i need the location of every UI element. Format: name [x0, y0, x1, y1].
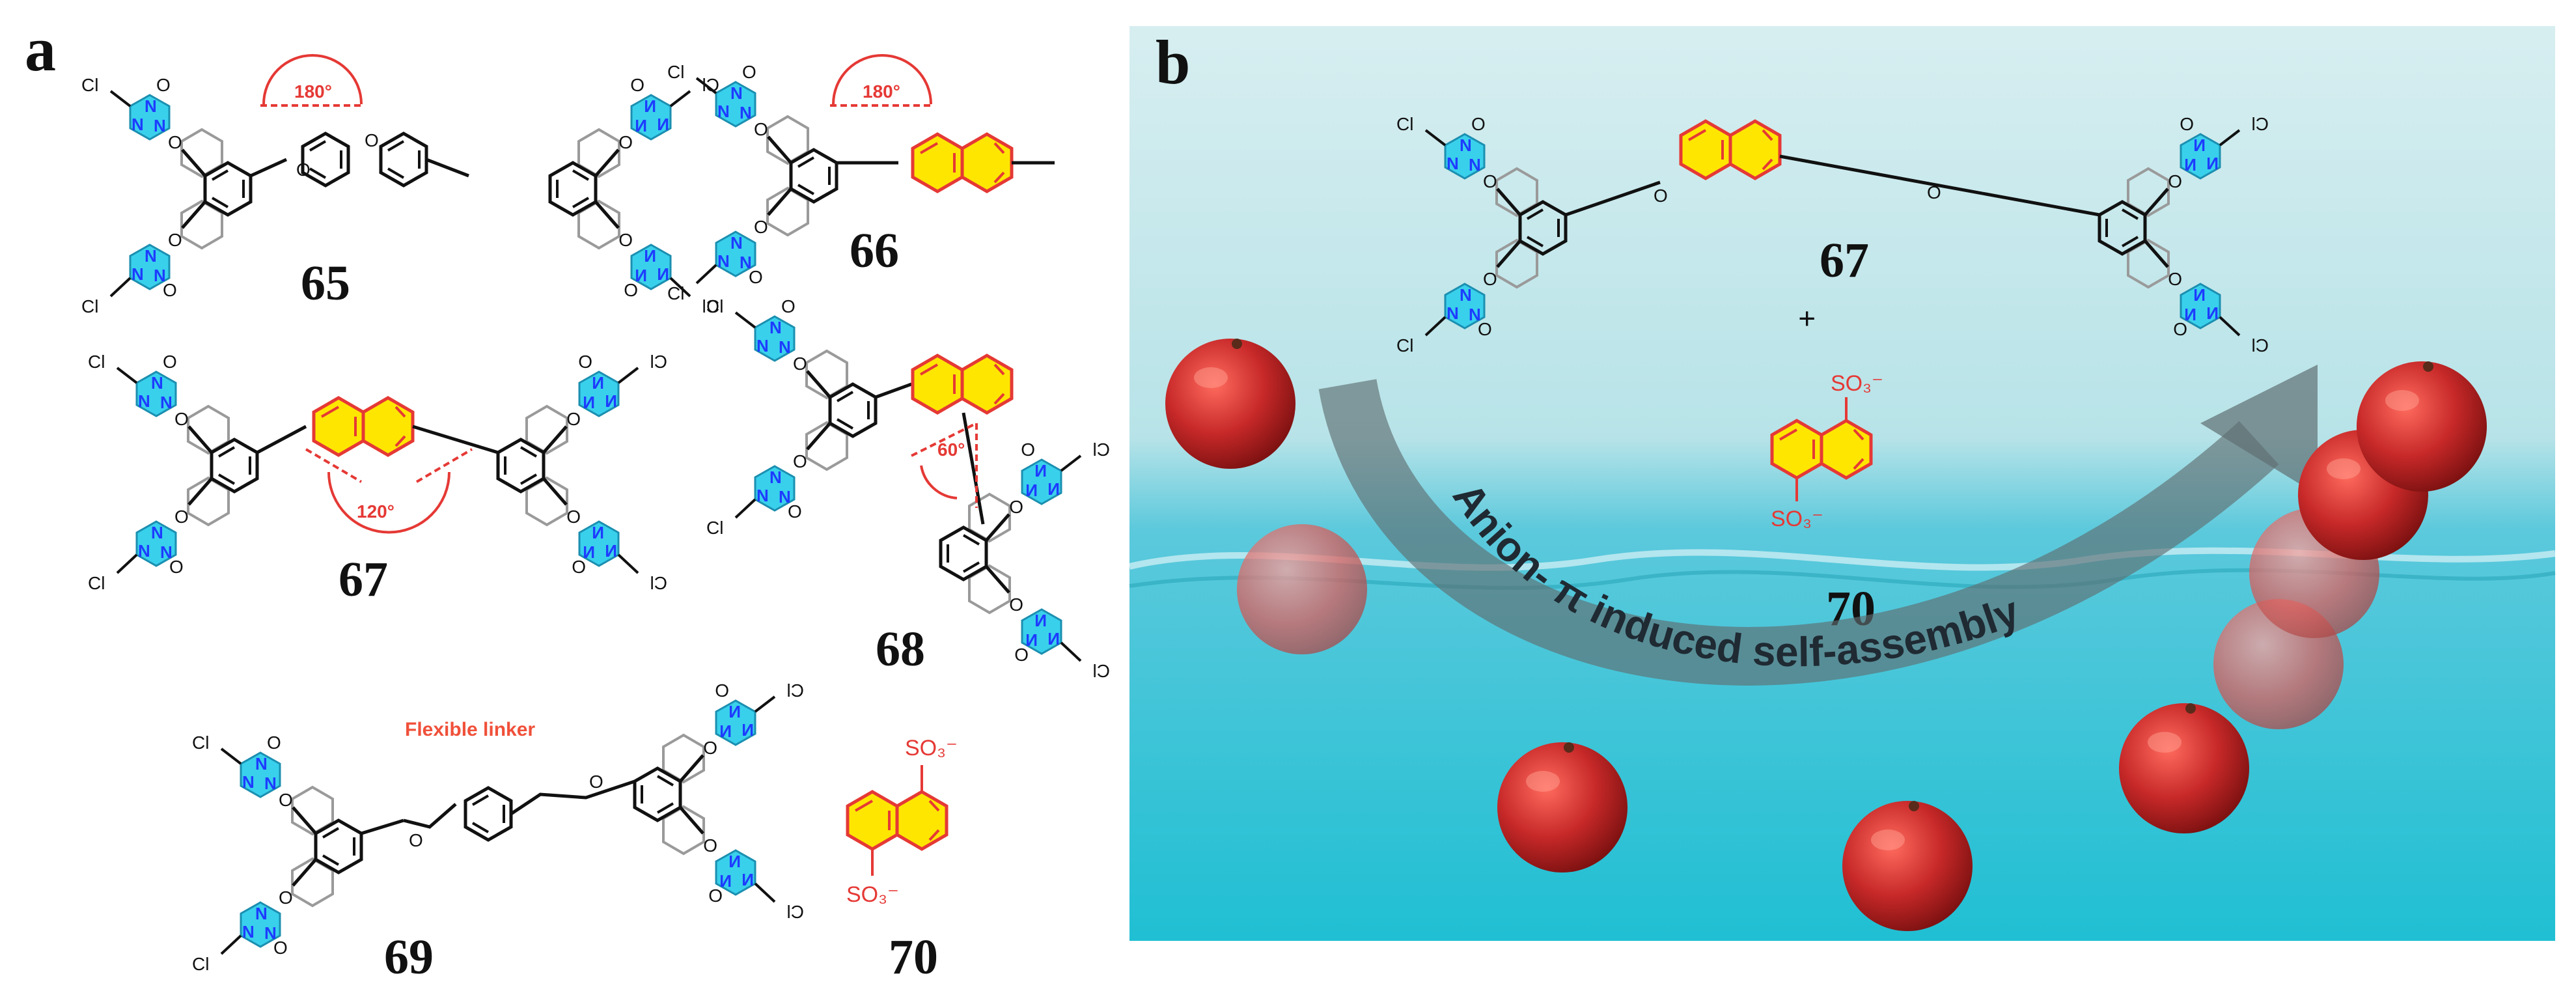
assembly-arrow-head [2200, 365, 2318, 495]
compound-70-so3-top-a: SO₃⁻ [905, 736, 958, 761]
apple-submerged-left [1237, 524, 1367, 654]
compound-65-structure: O O 180° [81, 54, 719, 316]
compound-67-structure-a: 120° [88, 352, 667, 593]
compound-70-structure-a: SO₃⁻ SO₃⁻ [846, 736, 958, 907]
svg-text:O: O [409, 830, 423, 850]
compound-69-label: 69 [384, 930, 434, 984]
compound-70-label-a: 70 [889, 930, 938, 984]
panel-b: b O O 67 + SO₃⁻ SO₃⁻ 70 Anion- π induc [1128, 26, 2556, 941]
compound-66-label: 66 [850, 223, 899, 278]
svg-text:O: O [1927, 182, 1941, 202]
compound-67-label-b: 67 [1820, 233, 1869, 288]
panel-b-letter: b [1156, 27, 1190, 97]
panel-a-letter: a [25, 14, 56, 84]
apple-stack-1 [2357, 361, 2487, 492]
svg-text:O: O [1654, 186, 1668, 206]
compound-67-angle: 120° [357, 501, 395, 522]
compound-68-angle: 60° [937, 440, 965, 460]
svg-text:O: O [589, 772, 603, 792]
apple-bottom-3 [2119, 703, 2249, 833]
assembly-arrow [1318, 379, 2279, 686]
svg-text:O: O [365, 130, 379, 150]
compound-68-label: 68 [876, 622, 925, 677]
compound-70-so3-top-b: SO₃⁻ [1831, 371, 1883, 396]
compound-68-structure: 60° [706, 296, 1110, 681]
panel-a: a O O 180° 65 180° 66 [25, 14, 1370, 984]
plus-sign: + [1798, 301, 1816, 336]
apple-bottom-1 [1497, 742, 1627, 872]
compound-69-structure: O O Flexible linker [192, 680, 804, 974]
compound-70-so3-bottom-a: SO₃⁻ [846, 882, 899, 907]
apple-floating-left [1165, 339, 1295, 469]
compound-65-label: 65 [301, 256, 350, 311]
compound-66-angle: 180° [863, 81, 900, 102]
compound-67-label-a: 67 [339, 552, 388, 607]
compound-70-so3-bottom-b: SO₃⁻ [1771, 507, 1823, 531]
svg-text:O: O [296, 160, 311, 180]
compound-69-linker-label: Flexible linker [405, 719, 535, 740]
compound-67-structure-b: O O [1396, 114, 2269, 356]
compound-65-angle: 180° [294, 81, 332, 102]
apple-bottom-2 [1842, 801, 1973, 931]
compound-66-structure: 180° [667, 54, 1370, 303]
compound-70-structure-b: SO₃⁻ SO₃⁻ [1771, 371, 1883, 531]
